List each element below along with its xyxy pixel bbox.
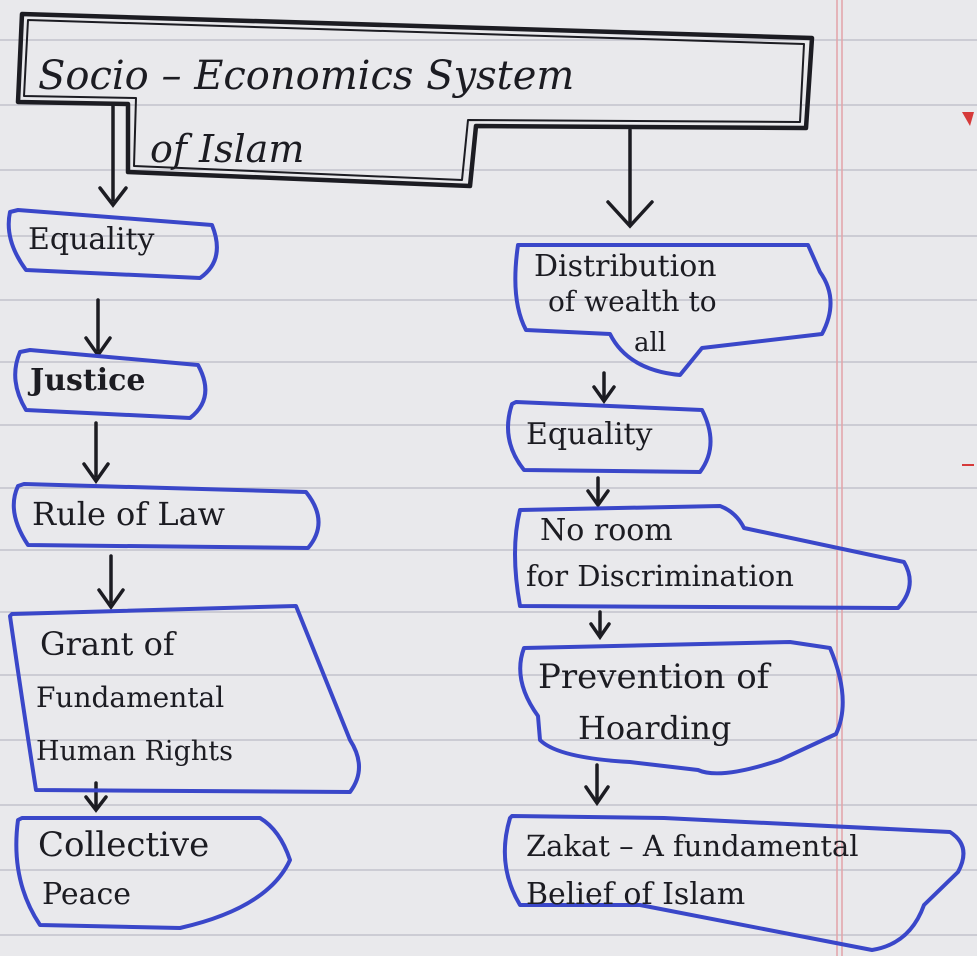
node-outline-rule-of-law [11,482,321,550]
node-distribution-line-1: Distribution [534,249,717,284]
node-equality-left: Equality [28,222,155,257]
node-outline-no-room [513,504,912,610]
node-distribution-line-3: all [634,328,667,358]
title-line-1: Socio – Economics System [38,53,575,99]
node-collective-line-2: Peace [42,877,132,912]
node-grant-line-2: Fundamental [36,681,225,714]
node-outline-grant-rights [8,604,361,794]
node-grant-line-1: Grant of [40,625,175,663]
node-outline-prevention [518,640,845,776]
margin-mark-icon [962,112,974,126]
node-outline-justice [13,348,208,420]
node-collective-line-1: Collective [38,825,210,865]
margin-lines [836,0,843,956]
node-no-room-line-2: for Discrimination [526,559,794,593]
node-prevention-line-1: Prevention of [538,657,770,697]
node-outline-equality-left [6,208,219,280]
node-equality-right: Equality [526,417,653,452]
node-distribution-line-2: of wealth to [548,285,717,318]
node-outline-distribution [513,243,833,377]
node-outline-equality-right [506,400,713,474]
node-justice: Justice [30,363,146,398]
node-zakat-line-1: Zakat – A fundamental [526,829,859,863]
title-frame [15,11,815,189]
node-outline-zakat [502,814,966,952]
node-zakat-line-2: Belief of Islam [526,877,746,912]
node-outline-collective-peace [14,816,292,930]
right-arrows [584,128,654,807]
node-prevention-line-2: Hoarding [578,709,732,747]
title-line-2: of Islam [150,127,305,171]
node-rule-of-law: Rule of Law [32,495,226,533]
node-no-room-line-1: No room [540,513,673,548]
node-grant-line-3: Human Rights [36,736,233,767]
